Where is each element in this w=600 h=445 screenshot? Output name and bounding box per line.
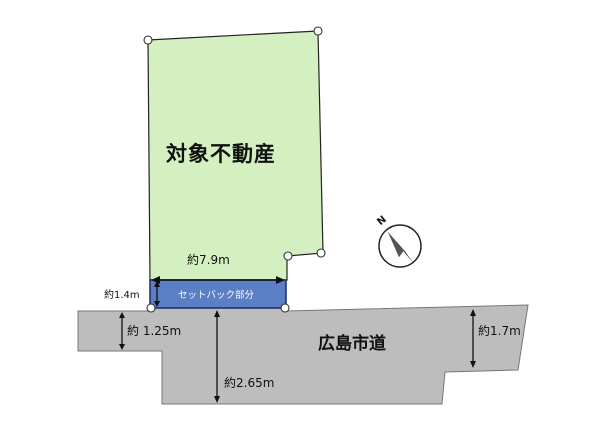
- road-label: 広島市道: [318, 333, 386, 354]
- road-right-label: 約1.7m: [478, 323, 521, 338]
- frontage-dimension: [151, 276, 285, 284]
- setback-label: セットバック部分: [178, 289, 255, 301]
- vertex-marker: [280, 303, 290, 313]
- road-left-dimension: [119, 312, 125, 350]
- vertex-marker: [316, 248, 326, 258]
- frontage-label: 約7.9m: [187, 252, 230, 267]
- vertex-marker: [283, 251, 293, 261]
- setback-depth-dimension: [154, 281, 160, 307]
- road-area: [77, 304, 529, 405]
- road-left-label: 約 1.25m: [127, 323, 181, 338]
- setback-depth-label: 約1.4m: [104, 288, 140, 301]
- property-label: 対象不動産: [166, 142, 276, 166]
- lot-vertices: [143, 26, 326, 313]
- north-compass-icon: N: [375, 214, 422, 268]
- setback-area: [149, 279, 287, 309]
- vertex-marker: [146, 303, 156, 313]
- vertex-marker: [143, 35, 153, 45]
- road-right-dimension: [470, 309, 476, 368]
- north-label: N: [375, 214, 388, 228]
- road-center-label: 約2.65m: [224, 375, 274, 390]
- vertex-marker: [313, 26, 323, 36]
- road-center-dimension: [214, 310, 220, 403]
